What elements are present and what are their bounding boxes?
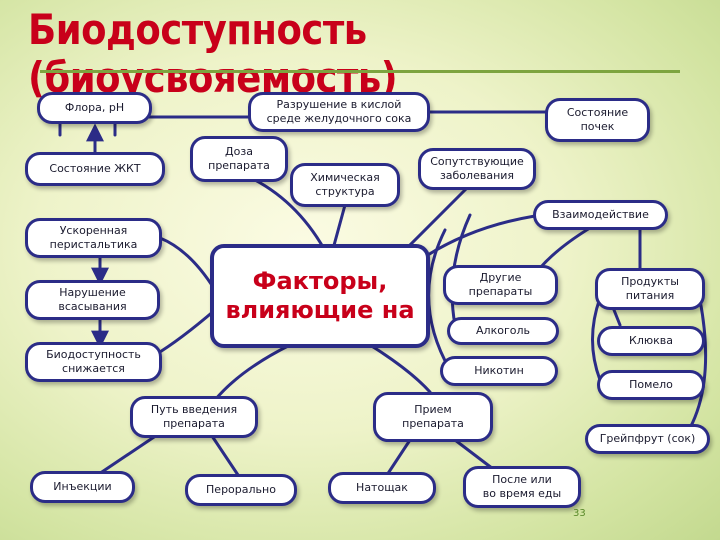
center-node: Факторы, влияющие на	[210, 244, 430, 348]
node-natoshak: Натощак	[328, 472, 436, 504]
node-put: Путь введения препарата	[130, 396, 258, 438]
node-himicheskaya: Химическая структура	[290, 163, 400, 207]
node-soput: Сопутствующие заболевания	[418, 148, 536, 190]
link-center-bio	[153, 308, 217, 357]
node-inekcii: Инъекции	[30, 471, 135, 503]
link-produkty-pomelo	[591, 296, 602, 382]
node-nikotin: Никотин	[440, 356, 558, 386]
node-greipfrut: Грейпфрут (сок)	[585, 424, 710, 454]
node-drugie: Другие препараты	[443, 265, 558, 305]
node-uskorennaya: Ускоренная перистальтика	[25, 218, 162, 258]
node-vzaimodeistvie: Взаимодействие	[533, 200, 668, 230]
node-flora: Флора, рН	[37, 92, 152, 124]
node-narushenie: Нарушение всасывания	[25, 280, 160, 320]
node-alkogol: Алкоголь	[447, 317, 559, 345]
link-put-peroralno	[208, 431, 242, 480]
title-underline	[40, 70, 680, 73]
node-priem: Прием препарата	[373, 392, 493, 442]
node-doza: Доза препарата	[190, 136, 288, 182]
link-center-priem	[368, 343, 432, 394]
node-klyukva: Клюква	[597, 326, 705, 356]
link-center-uskorennaya	[158, 236, 217, 292]
link-priem-natoshak	[383, 438, 412, 480]
node-bio-snizhaetsya: Биодоступность снижается	[25, 342, 162, 382]
node-razrushenie: Разрушение в кислой среде желудочного со…	[248, 92, 430, 132]
node-pochki: Состояние почек	[545, 98, 650, 142]
page-title: Биодоступность (биоусвояемость)	[28, 6, 398, 103]
node-zhkt: Состояние ЖКТ	[25, 152, 165, 186]
node-peroralno: Перорально	[185, 474, 297, 506]
node-posle: После или во время еды	[463, 466, 581, 508]
page-number: 33	[573, 508, 586, 519]
link-center-put	[213, 343, 292, 402]
link-produkty-greipfrut	[688, 298, 708, 430]
node-pomelo: Помело	[597, 370, 705, 400]
node-produkty: Продукты питания	[595, 268, 705, 310]
